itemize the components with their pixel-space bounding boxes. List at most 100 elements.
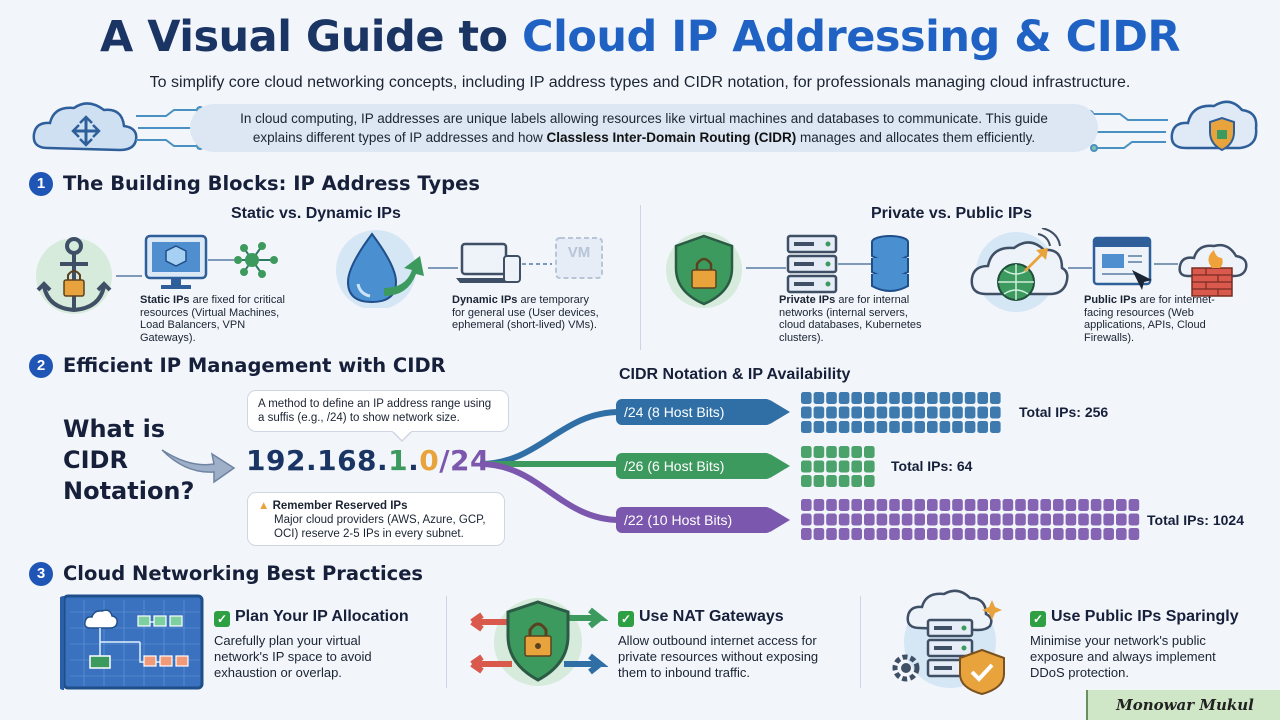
best-practice-2-line-3: them to inbound traffic. [618, 665, 751, 680]
ip-cell [826, 513, 837, 526]
ip-dot: . [408, 444, 420, 477]
ip-cell [838, 460, 850, 473]
ip-cell [927, 406, 938, 419]
ip-cell [927, 513, 938, 526]
total-ips-256: Total IPs: 256 [1019, 404, 1109, 420]
ip-cell [952, 528, 963, 540]
best-practice-2-title: Use NAT Gateways [639, 608, 784, 625]
ip-cell [927, 499, 938, 511]
static-dynamic-title: Static vs. Dynamic IPs [231, 205, 401, 222]
ip-cell [826, 392, 837, 404]
ip-cell [990, 513, 1001, 526]
public-text-3: applications, APIs, Cloud [1084, 319, 1206, 331]
best-practice-2: ✓Use NAT Gateways Allow outbound interne… [618, 608, 854, 681]
ip-cell [889, 406, 900, 419]
private-text-2: networks (internal servers, [779, 306, 908, 319]
question-line-2: CIDR [63, 446, 128, 474]
ip-cell [801, 528, 812, 540]
ip-cell [1128, 499, 1140, 511]
cidr-arrowheads [770, 400, 790, 532]
section-1-divider [640, 205, 641, 350]
dynamic-text-3: ephemeral (short-lived) VMs). [452, 319, 597, 331]
ip-prefix: 192.168. [246, 444, 389, 477]
ip-cell [838, 475, 850, 487]
intro-text-a: explains different types of IP addresses… [252, 130, 547, 145]
ip-cell [1128, 528, 1140, 540]
ip-cell [964, 392, 976, 404]
ip-cell [964, 528, 976, 540]
callout-pointer [392, 431, 412, 443]
ip-cell [813, 392, 825, 404]
ip-cell [826, 475, 837, 487]
ip-cell [964, 513, 976, 526]
best-practice-2-line-1: Allow outbound internet access for [618, 633, 817, 648]
cloud-shield-icon [1090, 100, 1258, 152]
ip-cell [939, 513, 951, 526]
ip-cell [826, 528, 837, 540]
ip-cell [1078, 528, 1089, 540]
dynamic-ip-description: Dynamic IPs are temporary for general us… [452, 294, 632, 332]
ip-suffix: /24 [439, 444, 490, 477]
ip-cell [927, 528, 938, 540]
ip-cell [1116, 513, 1127, 526]
ip-cell [876, 421, 888, 433]
ip-cell [1027, 513, 1039, 526]
private-ip-illustration [666, 232, 909, 308]
ip-cell [977, 421, 988, 433]
best-practice-3-line-1: Minimise your network's public [1030, 633, 1206, 648]
ip-cell [927, 421, 938, 433]
cidr-row-26-label: /26 (6 Host Bits) [616, 453, 772, 479]
ip-cell [927, 392, 938, 404]
best-practice-3-line-2: exposure and always implement [1030, 649, 1216, 664]
ip-cell [1116, 499, 1127, 511]
ip-cell [826, 446, 837, 458]
public-text-4: Firewalls). [1084, 331, 1135, 344]
dynamic-ip-illustration [336, 230, 603, 308]
ip-cell [1002, 499, 1014, 511]
section-1-number: 1 [29, 172, 53, 196]
static-text-4: Gateways). [140, 331, 196, 344]
ip-cell [838, 513, 850, 526]
ip-cell [851, 446, 862, 458]
cidr-availability-title: CIDR Notation & IP Availability [619, 366, 851, 383]
ip-cell [1078, 513, 1089, 526]
private-ip-description: Private IPs are for internal networks (i… [779, 294, 959, 344]
ip-cell [939, 406, 951, 419]
best-practice-3: ✓Use Public IPs Sparingly Minimise your … [1030, 608, 1266, 681]
ip-cell [838, 528, 850, 540]
ip-cell [889, 392, 900, 404]
intro-line-2: explains different types of IP addresses… [190, 128, 1098, 147]
ip-cell [876, 513, 888, 526]
ip-cell [1103, 499, 1114, 511]
ip-cell [1065, 499, 1077, 511]
ip-cell [1116, 528, 1127, 540]
cidr-row-22-label: /22 (10 Host Bits) [616, 507, 772, 533]
ip-cell [876, 392, 888, 404]
check-icon: ✓ [1030, 611, 1046, 627]
ip-cell [889, 421, 900, 433]
section-3-divider-1 [446, 596, 447, 688]
total-ips-1024: Total IPs: 1024 [1147, 512, 1245, 528]
what-is-cidr-question: What is CIDR Notation? [63, 414, 194, 507]
ip-cell [801, 392, 812, 404]
ip-cell [813, 406, 825, 419]
static-text-1: are fixed for critical [189, 294, 285, 306]
static-text-2: resources (Virtual Machines, [140, 306, 280, 319]
ip-cell [914, 406, 925, 419]
ip-cell [801, 421, 812, 433]
ip-cell [977, 392, 988, 404]
ip-cell [939, 421, 951, 433]
ip-cell [1065, 528, 1077, 540]
ip-cell [939, 499, 951, 511]
check-icon: ✓ [214, 611, 230, 627]
ip-cell [1015, 499, 1026, 511]
title-part-1: A Visual Guide to [99, 12, 523, 62]
public-ip-description: Public IPs are for internet- facing reso… [1084, 294, 1254, 344]
ip-cell [876, 528, 888, 540]
ip-cell [801, 460, 812, 473]
intro-banner: In cloud computing, IP addresses are uni… [190, 104, 1098, 152]
ip-cell [990, 528, 1001, 540]
ip-cell [889, 499, 900, 511]
ip-cell [952, 499, 963, 511]
ip-cell [1103, 513, 1114, 526]
